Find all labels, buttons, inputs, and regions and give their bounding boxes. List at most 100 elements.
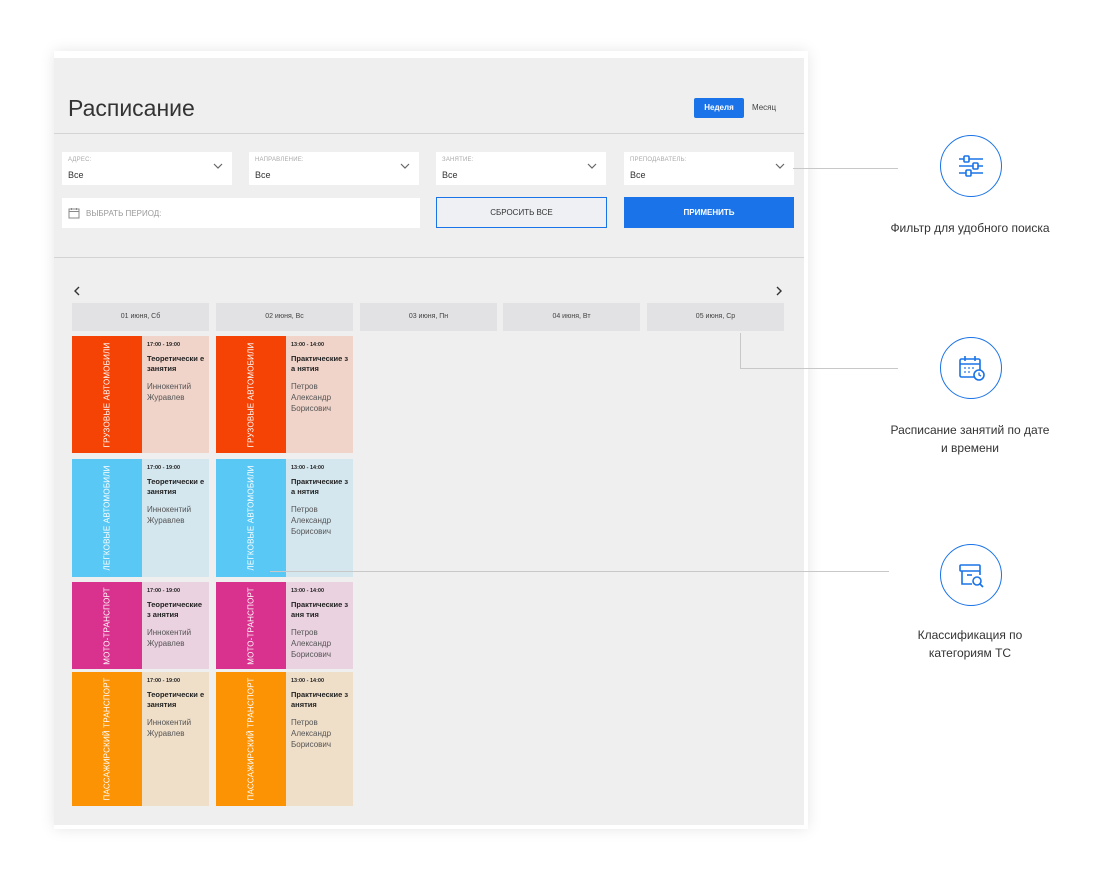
lesson-subject: Практические з анятия: [291, 690, 349, 709]
direction-select-value: Все: [255, 170, 271, 180]
lesson-time: 13:00 - 14:00: [291, 465, 325, 471]
lesson-time: 17:00 - 19:00: [147, 465, 181, 471]
lesson-subject: Практические за нятия: [291, 477, 349, 496]
category-strip: МОТО-ТРАНСПОРТ: [72, 582, 142, 669]
category-label: ПАССАЖИРСКИЙ ТРАНСПОРТ: [246, 677, 256, 801]
month-view-button[interactable]: Месяц: [751, 103, 777, 112]
lesson-select[interactable]: Занятие: Все: [436, 152, 606, 185]
lesson-time: 13:00 - 14:00: [291, 678, 325, 684]
app-window-frame: Расписание Неделя Месяц Адрес: Все Напра…: [54, 51, 808, 829]
category-label: МОТО-ТРАНСПОРТ: [246, 586, 256, 665]
lesson-subject: Теоретические з анятия: [147, 600, 203, 619]
category-strip: МОТО-ТРАНСПОРТ: [216, 582, 286, 669]
period-placeholder: ВЫБРАТЬ ПЕРИОД:: [86, 208, 162, 218]
lesson-teacher: Иннокентий Журавлев: [147, 505, 192, 525]
lesson-teacher: Петров Александр Борисович: [291, 628, 332, 659]
lesson-time: 13:00 - 14:00: [291, 342, 325, 348]
calendar-icon: [68, 208, 80, 219]
callout-connector: [740, 368, 898, 369]
lesson-time: 17:00 - 19:00: [147, 588, 181, 594]
lesson-teacher: Иннокентий Журавлев: [147, 382, 192, 402]
callout-connector: [740, 333, 741, 369]
chevron-down-icon: [587, 163, 597, 169]
calendar-clock-icon: [940, 337, 1002, 399]
category-strip: ПАССАЖИРСКИЙ ТРАНСПОРТ: [72, 672, 142, 806]
category-label: МОТО-ТРАНСПОРТ: [102, 586, 112, 665]
chevron-right-icon[interactable]: [773, 285, 785, 297]
callout-connector: [270, 571, 889, 572]
day-header[interactable]: 01 июня, Сб: [72, 303, 209, 331]
lesson-subject: Практические заня тия: [291, 600, 349, 619]
lesson-time: 13:00 - 14:00: [291, 588, 325, 594]
address-select-value: Все: [68, 170, 84, 180]
lesson-subject: Теоретически е занятия: [147, 354, 205, 373]
chevron-down-icon: [775, 163, 785, 169]
category-label: ГРУЗОВЫЕ АВТОМОБИЛИ: [246, 342, 256, 447]
address-select[interactable]: Адрес: Все: [62, 152, 232, 185]
lesson-time: 17:00 - 19:00: [147, 678, 181, 684]
callout-text-category: Классификация по категориям ТС: [917, 628, 1023, 660]
address-select-label: Адрес:: [68, 157, 92, 163]
lesson-teacher: Иннокентий Журавлев: [147, 628, 192, 648]
direction-select[interactable]: Направление: Все: [249, 152, 419, 185]
chevron-left-icon[interactable]: [71, 285, 83, 297]
schedule-app: Расписание Неделя Месяц Адрес: Все Напра…: [54, 58, 804, 825]
teacher-select[interactable]: Преподаватель: Все: [624, 152, 794, 185]
lesson-teacher: Иннокентий Журавлев: [147, 718, 192, 738]
header-divider: [54, 133, 804, 134]
category-strip: ЛЕГКОВЫЕ АВТОМОБИЛИ: [216, 459, 286, 577]
page-title: Расписание: [68, 95, 195, 121]
filters-divider: [54, 257, 804, 258]
lesson-subject: Практические за нятия: [291, 354, 349, 373]
box-search-icon: [940, 544, 1002, 606]
chevron-down-icon: [213, 163, 223, 169]
lesson-select-label: Занятие:: [442, 157, 474, 163]
day-header[interactable]: 04 июня, Вт: [503, 303, 640, 331]
lesson-time: 17:00 - 19:00: [147, 342, 181, 348]
lesson-teacher: Петров Александр Борисович: [291, 382, 332, 413]
week-view-button[interactable]: Неделя: [694, 98, 744, 118]
chevron-down-icon: [400, 163, 410, 169]
reset-all-button[interactable]: СБРОСИТЬ ВСЕ: [436, 197, 607, 228]
category-strip: ЛЕГКОВЫЕ АВТОМОБИЛИ: [72, 459, 142, 577]
apply-button[interactable]: ПРИМЕНИТЬ: [624, 197, 794, 228]
view-toggle: Неделя Месяц: [694, 98, 784, 118]
category-label: ГРУЗОВЫЕ АВТОМОБИЛИ: [102, 342, 112, 447]
lesson-teacher: Петров Александр Борисович: [291, 718, 332, 749]
callout-text-filter: Фильтр для удобного поиска: [890, 221, 1050, 235]
lesson-select-value: Все: [442, 170, 458, 180]
category-strip: ГРУЗОВЫЕ АВТОМОБИЛИ: [216, 336, 286, 453]
direction-select-label: Направление:: [255, 157, 304, 163]
day-header[interactable]: 05 июня, Ср: [647, 303, 784, 331]
lesson-teacher: Петров Александр Борисович: [291, 505, 332, 536]
sliders-icon: [940, 135, 1002, 197]
callout-text-schedule: Расписание занятий по дате и времени: [890, 423, 1050, 455]
category-strip: ПАССАЖИРСКИЙ ТРАНСПОРТ: [216, 672, 286, 806]
lesson-subject: Теоретически е занятия: [147, 477, 205, 496]
period-picker[interactable]: ВЫБРАТЬ ПЕРИОД:: [62, 198, 420, 228]
category-strip: ГРУЗОВЫЕ АВТОМОБИЛИ: [72, 336, 142, 453]
category-label: ПАССАЖИРСКИЙ ТРАНСПОРТ: [102, 677, 112, 801]
lesson-subject: Теоретически е занятия: [147, 690, 205, 709]
category-label: ЛЕГКОВЫЕ АВТОМОБИЛИ: [102, 465, 112, 571]
day-header[interactable]: 03 июня, Пн: [360, 303, 497, 331]
day-header[interactable]: 02 июня, Вс: [216, 303, 353, 331]
teacher-select-value: Все: [630, 170, 646, 180]
teacher-select-label: Преподаватель:: [630, 157, 687, 163]
